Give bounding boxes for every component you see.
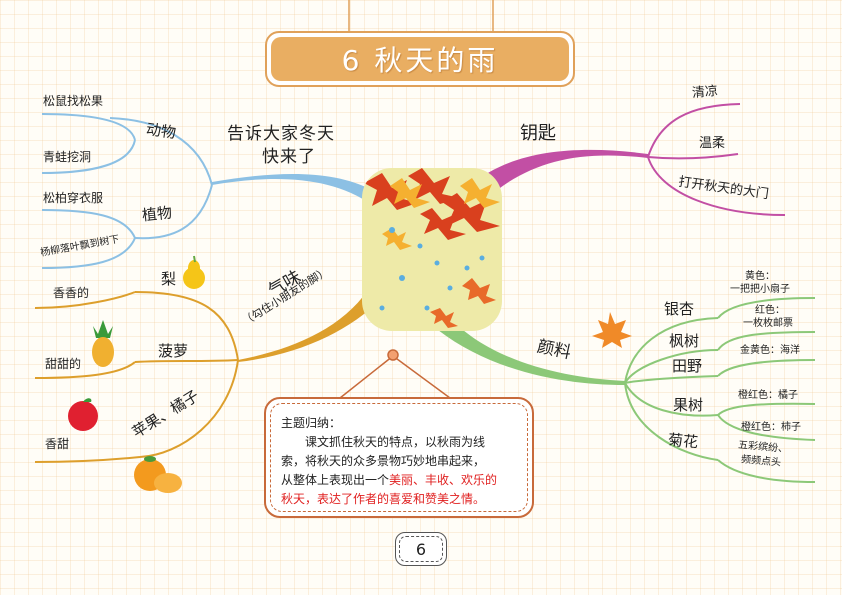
apple-icon [68, 398, 98, 431]
summary-highlight-1: 美丽、丰收、欢乐的 [389, 473, 498, 487]
branch-label-winter-coming-line1: 告诉大家冬天 [227, 124, 335, 144]
leaf-fields: 金黄色：海洋 [740, 345, 800, 356]
summary-line3: 从整体上表现出一个 [281, 473, 390, 487]
node-fruit-trees: 果树 [673, 396, 704, 414]
leaf-fragrant: 香香的 [53, 286, 90, 300]
summary-line1: 课文抓住秋天的特点，以秋雨为线 [305, 435, 486, 449]
leaf-maple-line2: 一枚枚邮票 [743, 318, 793, 329]
maple-leaves-rain-icon [364, 168, 500, 328]
leaf-squirrel: 松鼠找松果 [43, 94, 104, 108]
leaf-gentle: 温柔 [699, 136, 726, 151]
leaf-orange-tangerine: 橙红色：橘子 [738, 390, 798, 401]
page-number: 6 [399, 536, 443, 562]
maple-leaf-icon [592, 312, 632, 348]
leaf-ginkgo-line1: 黄色： [745, 271, 775, 282]
node-ginkgo: 银杏 [664, 300, 695, 318]
pineapple-icon [92, 320, 114, 367]
orange-fruit-icon [134, 456, 182, 493]
leaf-orange-persimmon: 橙红色：柿子 [741, 422, 801, 433]
page-number-box: 6 [395, 532, 447, 566]
branch-label-key: 钥匙 [520, 123, 556, 144]
node-pineapple: 菠萝 [158, 342, 189, 360]
theme-summary-box: 主题归纳： 课文抓住秋天的特点，以秋雨为线 索，将秋天的众多景物巧妙地串起来， … [264, 397, 534, 518]
center-autumn-rain-image [362, 168, 502, 331]
page-title: 6 秋天的雨 [271, 37, 569, 81]
node-pear: 梨 [161, 270, 177, 288]
branch-label-winter-coming-line2: 快来了 [262, 147, 316, 167]
leaf-fragrant-sweet: 香甜 [45, 437, 70, 451]
node-chrysanthemum: 菊花 [667, 430, 699, 452]
title-banner: 6 秋天的雨 [265, 31, 575, 87]
node-maple: 枫树 [669, 332, 700, 350]
node-fields: 田野 [672, 357, 703, 375]
leaf-frog: 青蛙挖洞 [43, 150, 92, 164]
summary-highlight-2: 秋天，表达了作者的喜爱和赞美之情。 [281, 492, 486, 506]
summary-line2: 索，将秋天的众多景物巧妙地串起来， [281, 454, 486, 468]
pear-icon [183, 255, 205, 289]
leaf-cool: 清凉 [691, 83, 719, 102]
leaf-ginkgo-line2: 一把把小扇子 [730, 284, 790, 295]
node-plants: 植物 [141, 203, 173, 225]
summary-heading: 主题归纳： [281, 416, 342, 430]
leaf-pine: 松柏穿衣服 [43, 191, 104, 205]
leaf-sweet: 甜甜的 [45, 357, 82, 371]
leaf-maple-line1: 红色： [755, 305, 785, 316]
